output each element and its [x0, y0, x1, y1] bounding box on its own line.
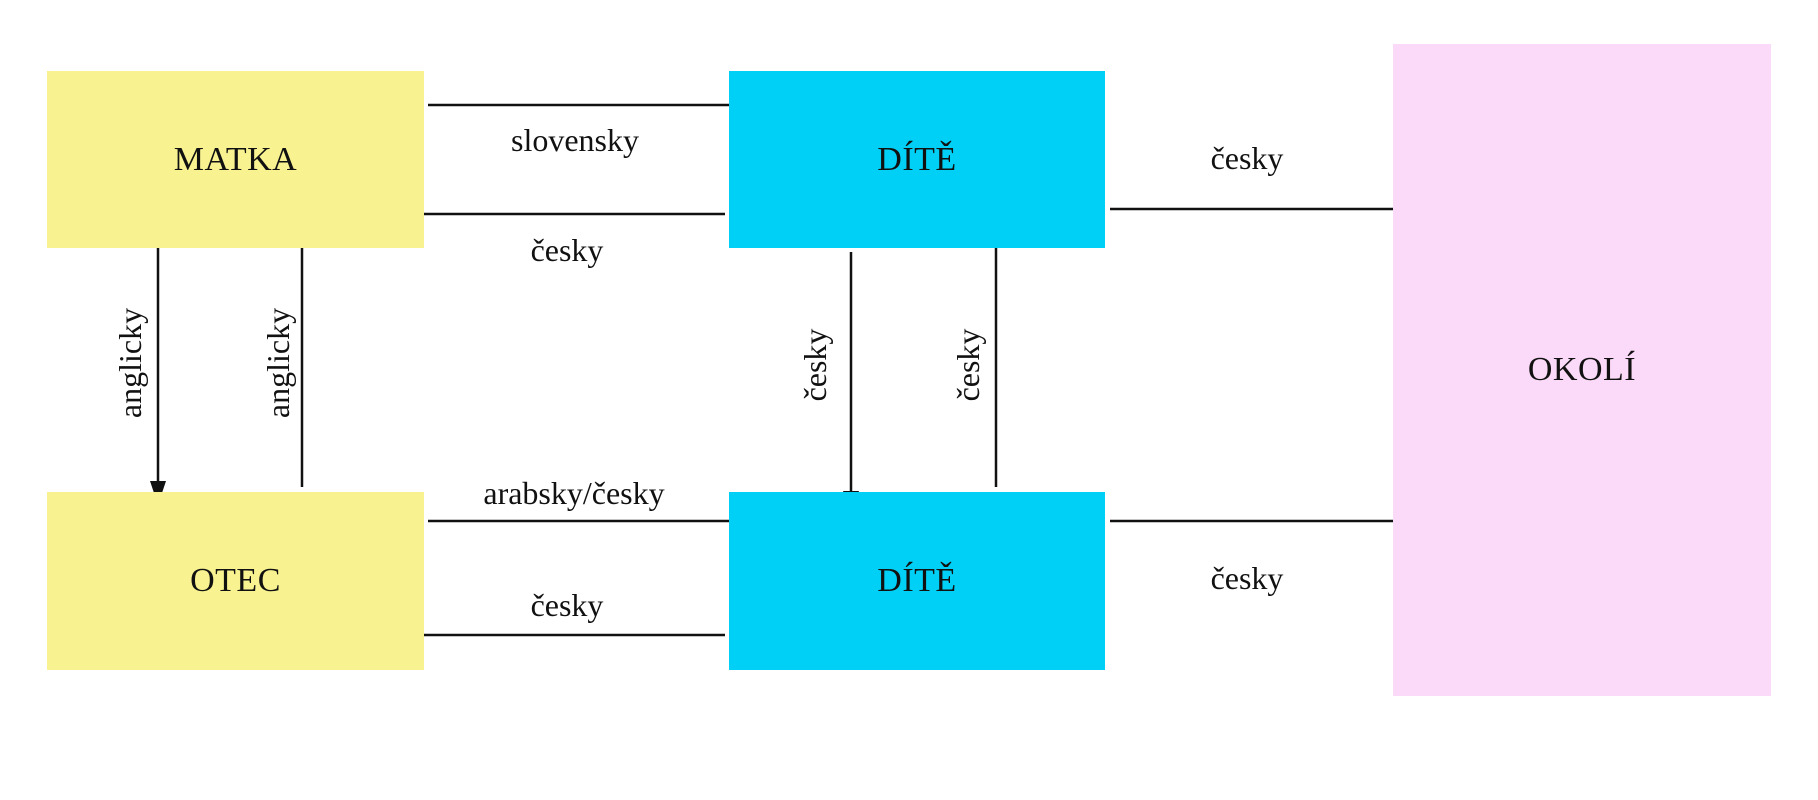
edge-label-child-bottom-to-child-top: česky — [950, 328, 986, 402]
edge-label-child-top-to-child-bottom: česky — [797, 328, 833, 402]
node-child-top: DÍTĚ — [729, 71, 1105, 248]
edge-label-mother-to-father: anglicky — [112, 307, 148, 419]
node-environment-label: OKOLÍ — [1527, 351, 1637, 388]
edge-label-father-to-mother: anglicky — [260, 307, 296, 419]
node-father-label: OTEC — [190, 562, 281, 599]
edge-label-child-top-to-mother: česky — [530, 232, 604, 268]
node-mother-label: MATKA — [173, 140, 298, 178]
edge-label-child-bottom-to-environment: česky — [1210, 560, 1284, 596]
node-mother: MATKA — [47, 71, 424, 248]
edge-label-mother-to-child-top: slovensky — [511, 122, 639, 158]
node-father: OTEC — [47, 492, 424, 670]
node-environment: OKOLÍ — [1393, 44, 1771, 696]
node-child-bottom-label: DÍTĚ — [877, 562, 957, 599]
edge-label-father-to-child-bottom: arabsky/česky — [483, 475, 665, 511]
node-child-bottom: DÍTĚ — [729, 492, 1105, 670]
edge-label-child-bottom-to-father: česky — [530, 587, 604, 623]
edge-label-child-top-to-environment: česky — [1210, 140, 1284, 176]
node-child-top-label: DÍTĚ — [877, 140, 957, 178]
